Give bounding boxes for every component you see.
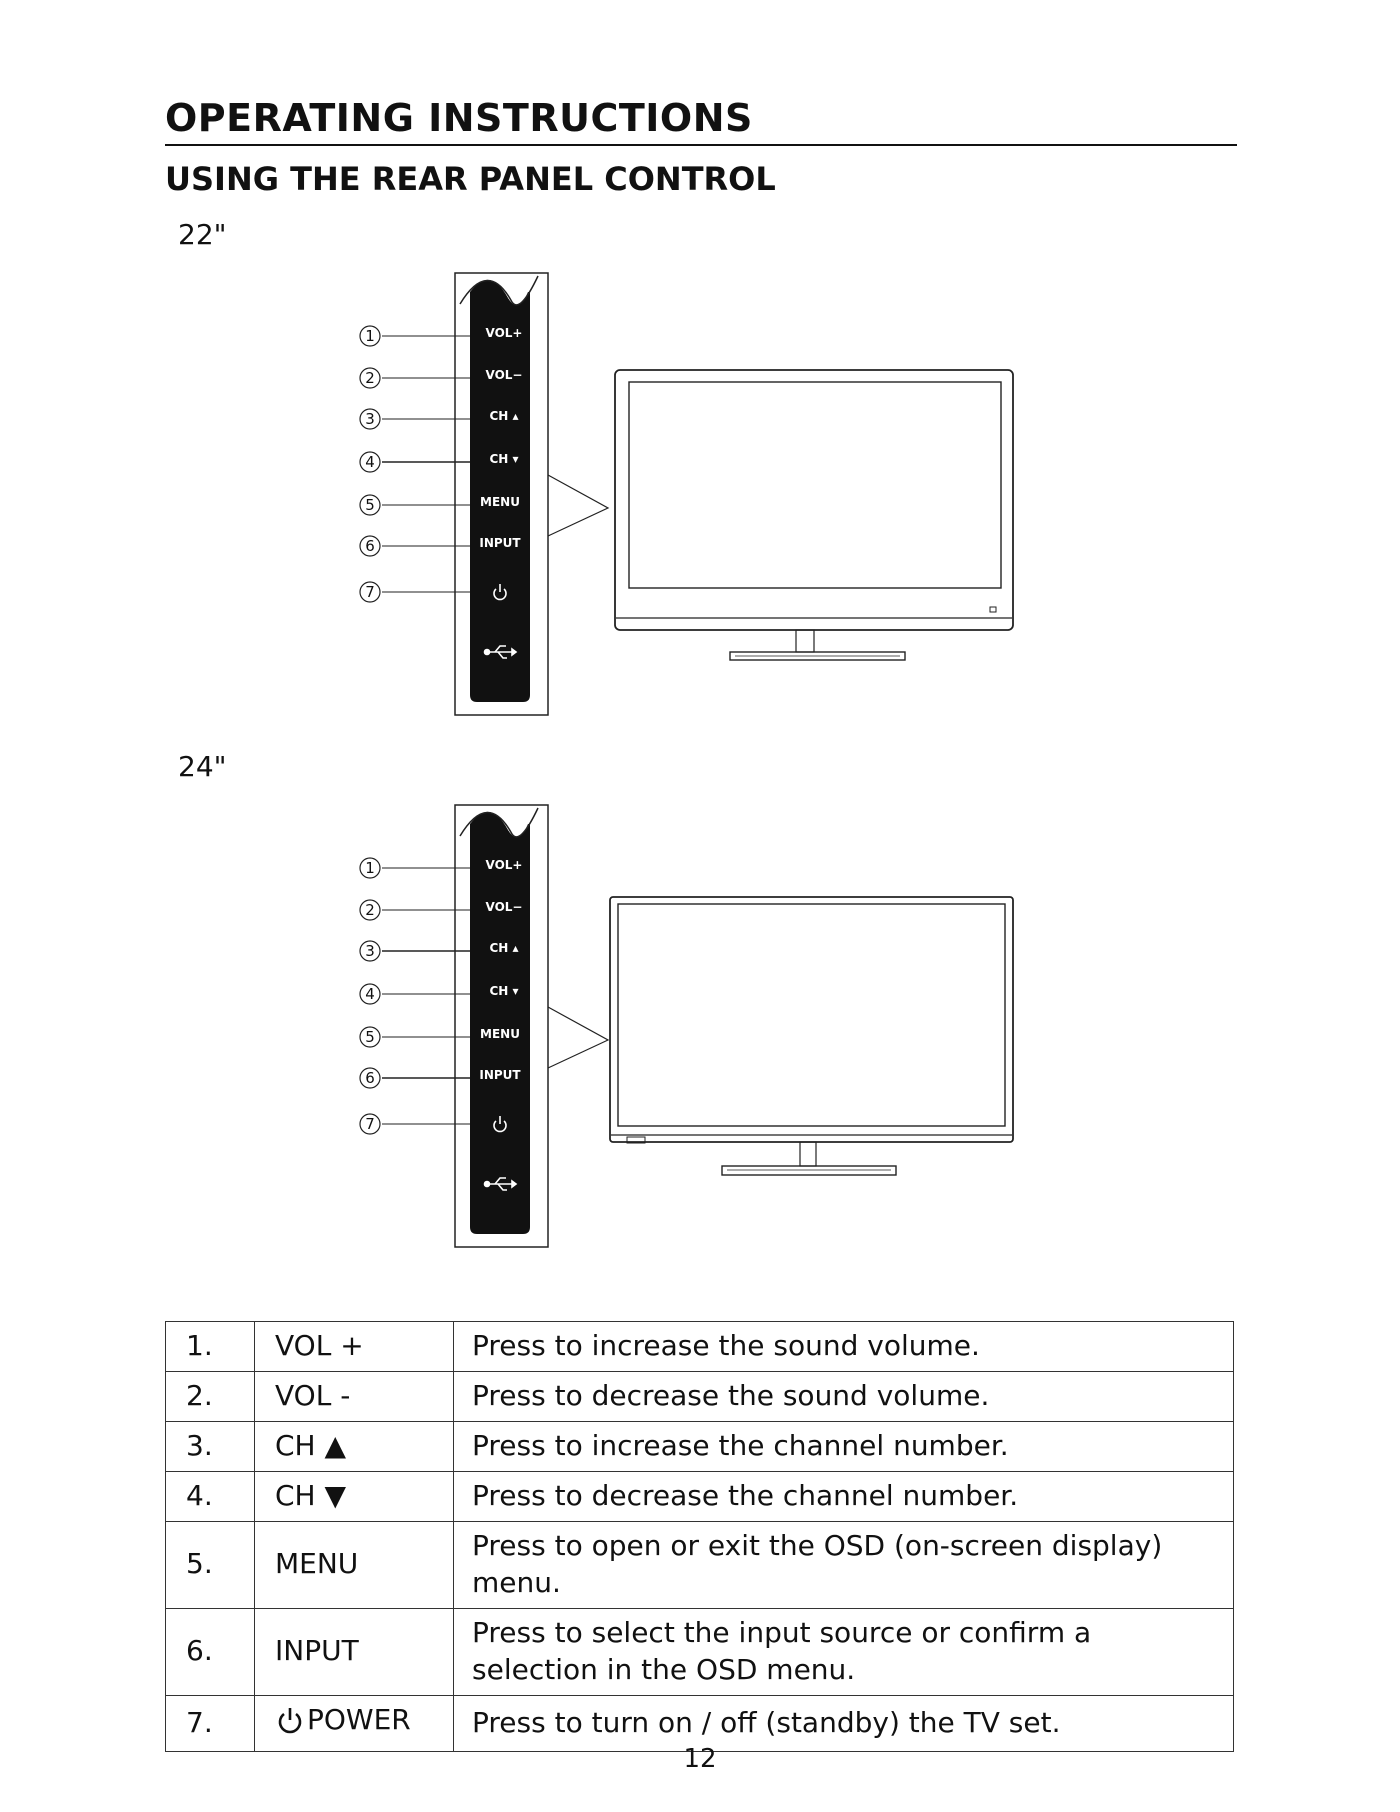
callout-1: 1 (359, 857, 470, 879)
control-name: CH ▼ (254, 1470, 454, 1522)
page-title: OPERATING INSTRUCTIONS (165, 96, 753, 140)
svg-text:1: 1 (365, 859, 375, 877)
size-label-22: 22" (178, 218, 227, 251)
table-row: 1. VOL + Press to increase the sound vol… (165, 1321, 1234, 1372)
callout-2: 2 (359, 367, 470, 389)
svg-text:7: 7 (365, 583, 375, 601)
callout-1: 1 (359, 325, 470, 347)
tv-illustration-22 (614, 369, 1014, 661)
button-ch-down: CH ▾ (489, 984, 518, 998)
usb-icon (483, 1177, 518, 1191)
svg-text:6: 6 (365, 1069, 375, 1087)
panel-diagram-22-svg: 1 2 3 4 5 6 7 (359, 272, 1014, 716)
title-divider (165, 144, 1237, 146)
table-row: 3. CH ▲ Press to increase the channel nu… (165, 1420, 1234, 1472)
control-description: Press to increase the channel number. (453, 1420, 1234, 1472)
power-icon (493, 584, 507, 601)
row-number: 1. (165, 1321, 255, 1372)
button-menu: MENU (480, 495, 520, 509)
button-input: INPUT (479, 536, 521, 550)
callout-6: 6 (359, 535, 470, 557)
svg-text:6: 6 (365, 537, 375, 555)
control-description: Press to turn on / off (standby) the TV … (453, 1694, 1234, 1753)
control-name: VOL - (254, 1370, 454, 1422)
table-row: 7. POWER Press to turn on / off (standby… (165, 1694, 1234, 1753)
cut-curve (459, 807, 539, 838)
button-vol-down: VOL− (486, 368, 523, 382)
row-number: 6. (165, 1607, 255, 1696)
usb-icon (483, 645, 518, 659)
svg-text:5: 5 (365, 1028, 375, 1046)
row-number: 5. (165, 1520, 255, 1609)
page-number: 12 (683, 1744, 717, 1774)
button-ch-up: CH ▴ (489, 409, 518, 423)
callout-4: 4 (359, 451, 470, 473)
control-strip (470, 279, 530, 702)
callout-3: 3 (359, 940, 470, 962)
rear-panel-diagram-22: 1 2 3 4 5 6 7 (340, 270, 1040, 720)
panel-diagram-24-svg: 1 2 3 4 5 6 7 (359, 804, 1014, 1248)
button-vol-up: VOL+ (486, 858, 523, 872)
svg-text:7: 7 (365, 1115, 375, 1133)
table-row: 4. CH ▼ Press to decrease the channel nu… (165, 1470, 1234, 1522)
control-name: VOL + (254, 1321, 454, 1372)
control-strip (470, 811, 530, 1234)
table-row: 5. MENU Press to open or exit the OSD (o… (165, 1520, 1234, 1609)
svg-text:5: 5 (365, 496, 375, 514)
rear-panel-diagram-24: 1 2 3 4 5 6 7 (340, 802, 1040, 1252)
control-description: Press to increase the sound volume. (453, 1321, 1234, 1372)
controls-table: 1. VOL + Press to increase the sound vol… (165, 1321, 1234, 1753)
pointer-lines (547, 474, 610, 537)
control-description: Press to decrease the sound volume. (453, 1370, 1234, 1422)
control-description: Press to open or exit the OSD (on-screen… (453, 1520, 1234, 1609)
svg-text:4: 4 (365, 453, 375, 471)
callout-7: 7 (359, 581, 470, 603)
row-number: 2. (165, 1370, 255, 1422)
button-menu: MENU (480, 1027, 520, 1041)
svg-text:3: 3 (365, 942, 375, 960)
callout-5: 5 (359, 494, 470, 516)
control-name: INPUT (254, 1607, 454, 1696)
panel-frame (454, 272, 549, 716)
button-input: INPUT (479, 1068, 521, 1082)
callout-2: 2 (359, 899, 470, 921)
control-name-power: POWER (254, 1694, 454, 1753)
table-row: 6. INPUT Press to select the input sourc… (165, 1607, 1234, 1696)
section-title: USING THE REAR PANEL CONTROL (165, 160, 776, 198)
callout-5: 5 (359, 1026, 470, 1048)
table-row: 2. VOL - Press to decrease the sound vol… (165, 1370, 1234, 1422)
size-label-24: 24" (178, 750, 227, 783)
cut-curve (459, 275, 539, 306)
svg-text:2: 2 (365, 901, 375, 919)
svg-text:3: 3 (365, 410, 375, 428)
pointer-lines (547, 1006, 610, 1069)
callout-3: 3 (359, 408, 470, 430)
callout-4: 4 (359, 983, 470, 1005)
control-name: MENU (254, 1520, 454, 1609)
power-label: POWER (307, 1702, 411, 1736)
panel-frame (454, 804, 549, 1248)
button-vol-down: VOL− (486, 900, 523, 914)
row-number: 3. (165, 1420, 255, 1472)
row-number: 7. (165, 1694, 255, 1753)
row-number: 4. (165, 1470, 255, 1522)
button-vol-up: VOL+ (486, 326, 523, 340)
control-description: Press to select the input source or conf… (453, 1607, 1234, 1696)
control-name: CH ▲ (254, 1420, 454, 1472)
callout-7: 7 (359, 1113, 470, 1135)
button-ch-down: CH ▾ (489, 452, 518, 466)
callout-6: 6 (359, 1067, 470, 1089)
power-icon (278, 1708, 302, 1734)
svg-text:4: 4 (365, 985, 375, 1003)
button-ch-up: CH ▴ (489, 941, 518, 955)
control-description: Press to decrease the channel number. (453, 1470, 1234, 1522)
svg-text:1: 1 (365, 327, 375, 345)
power-icon (493, 1116, 507, 1133)
svg-text:2: 2 (365, 369, 375, 387)
tv-illustration-24 (609, 896, 1014, 1176)
